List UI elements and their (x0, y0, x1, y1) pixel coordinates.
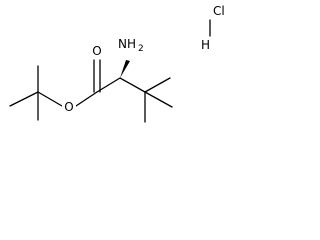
carbonyl-oxygen-label: O (92, 44, 101, 58)
chlorine-label: Cl (213, 4, 225, 18)
bond-side-methyl-lower-right (144, 91, 173, 108)
amine-label: NH (118, 37, 136, 51)
bond-tbu-methyl-left (9, 91, 39, 107)
structure-canvas: O O NH 2 Cl H (9, 4, 225, 123)
bond-side-methyl-right (144, 77, 171, 93)
hydrogen-label: H (201, 38, 210, 52)
molecule-diagram: O O NH 2 Cl H (0, 0, 233, 154)
bond-alpha-to-quaternary (119, 77, 146, 93)
bond-carbonyl-to-alpha (96, 77, 121, 93)
bond-o-to-carbonyl-c (75, 91, 98, 107)
bond-tbu-to-o (37, 91, 63, 107)
wedge-bond-amine (120, 60, 130, 78)
amine-subscript: 2 (138, 44, 144, 54)
ester-oxygen-label: O (64, 100, 73, 114)
